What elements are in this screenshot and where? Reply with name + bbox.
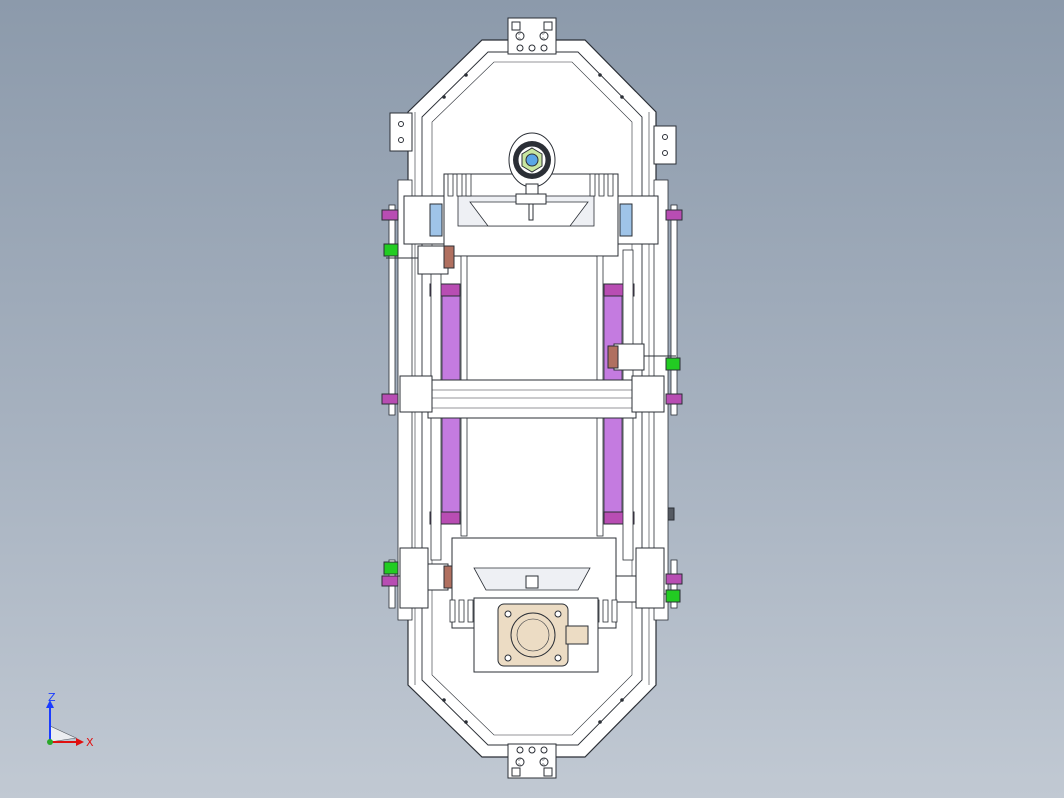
z-axis-label: Z	[48, 692, 56, 704]
z-arrow-icon	[46, 700, 54, 708]
x-axis-label: X	[86, 736, 94, 749]
bearing-block-upper-left	[381, 195, 445, 245]
bearing-block-mid-left	[381, 375, 433, 413]
coordinate-triad-icon: Z X	[46, 692, 94, 749]
middle-cross-beam	[427, 379, 637, 419]
slider-mid-right	[607, 343, 681, 371]
bearing-block-lower-left	[381, 547, 429, 609]
servo-motor	[473, 597, 599, 673]
bearing-block-lower-right	[635, 547, 683, 609]
top-end-cap	[507, 17, 557, 55]
top-drive-motor	[508, 132, 556, 195]
bearing-block-upper-right	[617, 195, 683, 245]
x-arrow-icon	[76, 738, 84, 746]
right-mount-bracket	[653, 125, 677, 165]
triad-plane	[49, 725, 78, 743]
slider-upper-left	[383, 243, 455, 275]
y-axis-dot	[47, 739, 53, 745]
bearing-block-mid-right	[631, 375, 683, 413]
upper-carriage	[443, 173, 619, 257]
left-mount-bracket	[389, 112, 413, 152]
bottom-end-cap	[507, 743, 557, 779]
